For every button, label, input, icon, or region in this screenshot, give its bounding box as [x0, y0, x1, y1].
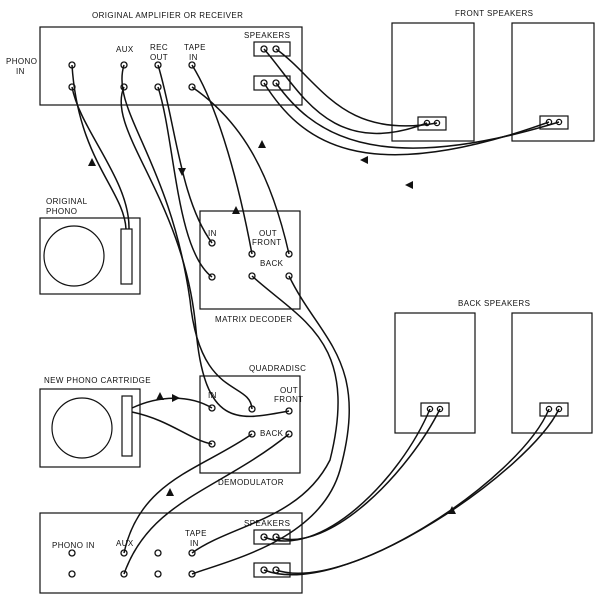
new-tonearm: [121, 395, 133, 457]
new-platter: [51, 397, 113, 459]
wire: [191, 275, 339, 554]
original-phono-label-top: ORIGINAL: [46, 197, 88, 206]
speaker-terminal: [539, 402, 569, 417]
phono-in-label-bottom-amp: PHONO IN: [52, 541, 95, 550]
wire: [263, 82, 550, 156]
wire: [275, 408, 560, 574]
wire: [71, 86, 130, 230]
signal-arrows: [88, 140, 456, 514]
amplifier-title: ORIGINAL AMPLIFIER OR RECEIVER: [92, 11, 243, 20]
demod-back-label: BACK: [260, 429, 284, 438]
wire: [191, 275, 350, 575]
speaker-terminal: [420, 402, 450, 417]
wire: [263, 48, 428, 135]
tape-label: TAPE: [184, 43, 206, 52]
wire: [71, 64, 127, 230]
tape-in-label-bottom-amp: IN: [190, 539, 199, 548]
arrow: [178, 168, 186, 176]
speaker-terminal-front-a: [253, 41, 291, 57]
arrow: [166, 488, 174, 496]
matrix-decoder: [199, 210, 301, 310]
decoder-front-label: FRONT: [252, 238, 282, 247]
out-label: OUT: [150, 53, 168, 62]
arrow: [360, 156, 368, 164]
speaker-terminal-front-b: [253, 75, 291, 91]
wire: [120, 86, 290, 418]
wire: [123, 433, 253, 554]
original-tonearm: [120, 228, 133, 285]
jack: [154, 570, 162, 578]
wires: [71, 48, 560, 576]
wire: [275, 48, 438, 127]
quadradisc-label: QUADRADISC: [249, 364, 306, 373]
aux-label: AUX: [116, 45, 134, 54]
matrix-decoder-label: MATRIX DECODER: [215, 315, 292, 324]
rec-label: REC: [150, 43, 168, 52]
quadradisc-demodulator: [199, 375, 301, 474]
demod-out-label: OUT: [280, 386, 298, 395]
tape-label-bottom-amp: TAPE: [185, 529, 207, 538]
tape-in-label: IN: [189, 53, 198, 62]
back-speakers-label: BACK SPEAKERS: [458, 299, 530, 308]
wire: [131, 411, 213, 445]
wire: [123, 433, 290, 575]
front-speakers-label: FRONT SPEAKERS: [455, 9, 533, 18]
jack: [68, 549, 76, 557]
wire: [157, 64, 213, 244]
arrow: [448, 506, 456, 514]
wire: [263, 408, 431, 542]
original-amplifier: [39, 26, 303, 106]
back-amplifier: [39, 512, 303, 594]
decoder-back-label: BACK: [260, 259, 284, 268]
arrow: [156, 392, 164, 400]
original-phono-label-bottom: PHONO: [46, 207, 77, 216]
wire: [191, 86, 290, 255]
arrow: [258, 140, 266, 148]
arrow: [232, 206, 240, 214]
new-phono-cartridge-label: NEW PHONO CARTRIDGE: [44, 376, 151, 385]
aux-label-bottom-amp: AUX: [116, 539, 134, 548]
jack: [154, 549, 162, 557]
jack: [68, 570, 76, 578]
demod-front-label: FRONT: [274, 395, 304, 404]
decoder-out-label: OUT: [259, 229, 277, 238]
arrow: [88, 158, 96, 166]
wire: [275, 408, 441, 540]
wire: [191, 64, 253, 255]
decoder-in-label: IN: [208, 229, 217, 238]
arrow: [172, 394, 180, 402]
original-platter: [43, 225, 105, 287]
phono-in-label-bottom: IN: [16, 67, 25, 76]
wire: [121, 64, 253, 410]
speakers-label-bottom: SPEAKERS: [244, 519, 290, 528]
phono-in-label-top: PHONO: [6, 57, 37, 66]
wire: [275, 82, 560, 149]
wire: [157, 86, 213, 278]
arrow: [405, 181, 413, 189]
speakers-label-top: SPEAKERS: [244, 31, 290, 40]
demodulator-label: DEMODULATOR: [218, 478, 284, 487]
